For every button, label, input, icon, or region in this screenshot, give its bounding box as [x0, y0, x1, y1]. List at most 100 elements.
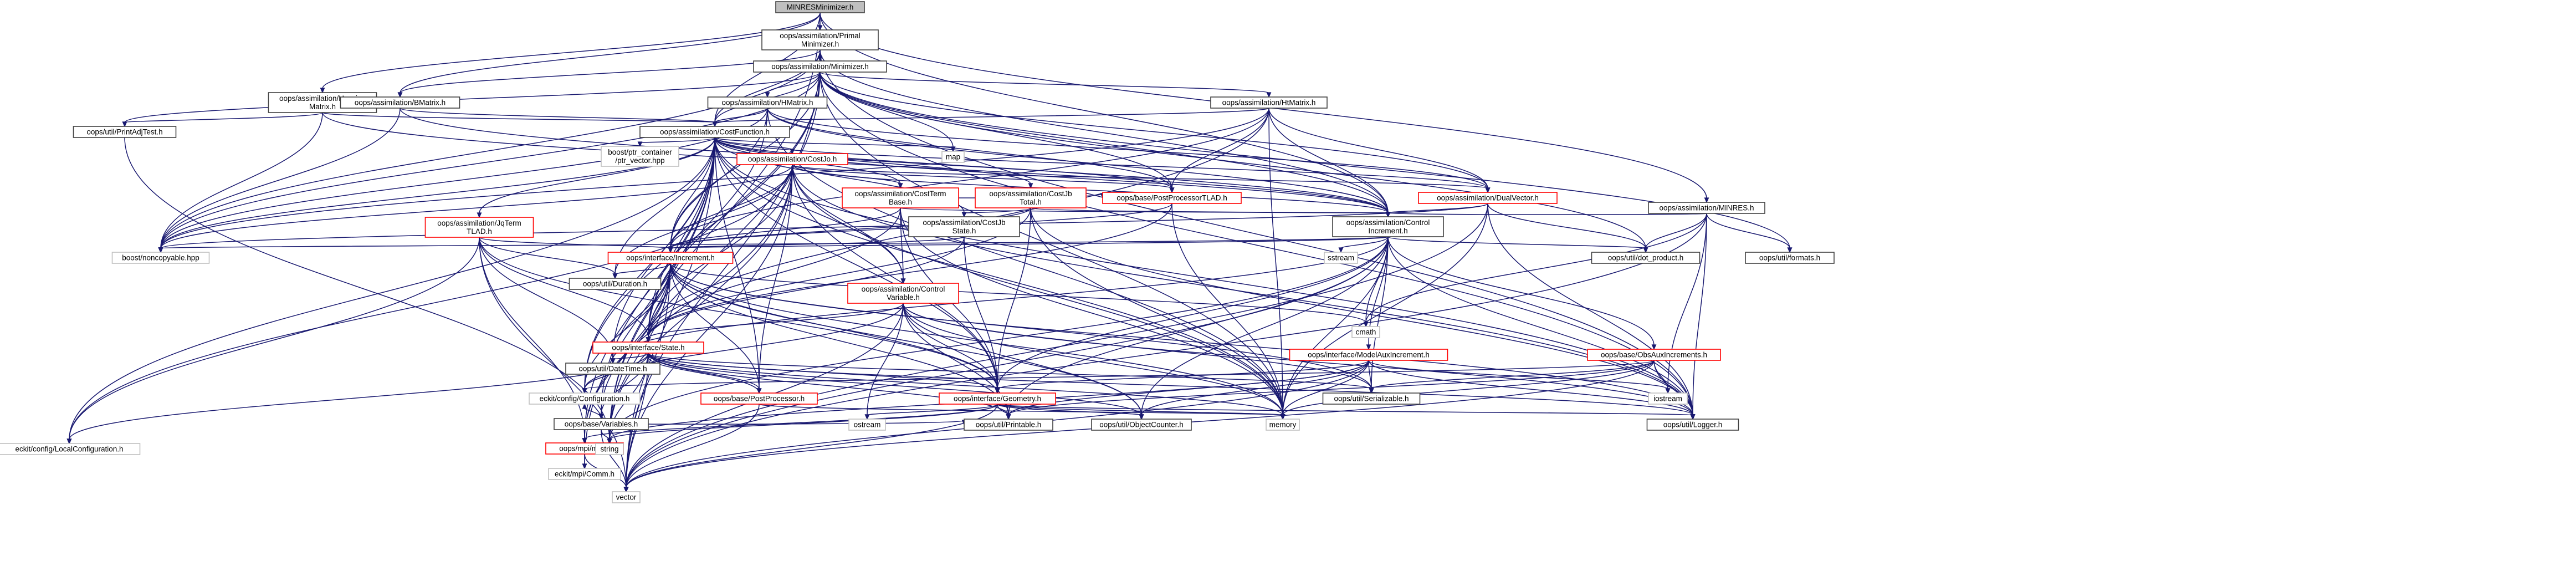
edge-line: [584, 137, 715, 390]
node-ostream: ostream: [848, 419, 886, 431]
node-bmatrix[interactable]: oops/assimilation/BMatrix.h: [340, 96, 460, 109]
edge-line: [1387, 236, 1693, 416]
edge-line: [648, 420, 965, 425]
arrowhead: [712, 121, 718, 128]
edge-line: [1171, 108, 1269, 189]
edge-line: [479, 237, 671, 249]
edge-line: [400, 108, 1389, 213]
edge-line: [1487, 203, 1693, 416]
edge-primal-to-vector: [623, 49, 821, 493]
node-label: State.h: [952, 227, 976, 235]
node-box: [592, 341, 704, 354]
node-htmatrix[interactable]: oops/assimilation/HtMatrix.h: [1210, 96, 1328, 109]
node-vector: vector: [612, 491, 641, 503]
edge-costfunc-to-vector: [623, 137, 715, 493]
edge-line: [160, 112, 323, 249]
edge-line: [626, 213, 1707, 488]
node-postproc[interactable]: oops/base/PostProcessor.h: [700, 392, 818, 405]
node-cmath: cmath: [1351, 326, 1380, 338]
node-sstream: sstream: [1324, 252, 1358, 264]
node-obsauxinc[interactable]: oops/base/ObsAuxIncrements.h: [1587, 349, 1721, 361]
node-label: boost/noncopyable.hpp: [122, 254, 199, 262]
nodes-layer: MINRESMinimizer.h oops/assimilation/Prima…: [0, 1, 1835, 503]
node-duration[interactable]: oops/util/Duration.h: [569, 278, 662, 290]
node-dualvector[interactable]: oops/assimilation/DualVector.h: [1418, 192, 1558, 204]
node-state[interactable]: oops/interface/State.h: [592, 341, 704, 354]
node-box: [1102, 192, 1242, 204]
node-objcounter[interactable]: oops/util/ObjectCounter.h: [1091, 419, 1192, 431]
edge-line: [609, 236, 1389, 440]
arrowhead: [1169, 187, 1175, 193]
node-postprocTLAD[interactable]: oops/base/PostProcessorTLAD.h: [1102, 192, 1242, 204]
node-label: oops/util/Printable.h: [976, 421, 1042, 429]
node-serializable[interactable]: oops/util/Serializable.h: [1322, 392, 1421, 405]
edge-line: [124, 72, 821, 123]
node-label: oops/base/ObsAuxIncrements.h: [1601, 351, 1707, 359]
node-label: sstream: [1328, 254, 1354, 262]
edge-line: [997, 236, 1389, 390]
node-label: oops/util/ObjectCounter.h: [1099, 421, 1184, 429]
node-dotproduct[interactable]: oops/util/dot_product.h: [1591, 252, 1701, 264]
node-printable[interactable]: oops/util/Printable.h: [964, 419, 1053, 431]
node-datetime[interactable]: oops/util/DateTime.h: [565, 363, 660, 375]
node-string: string: [595, 443, 624, 455]
node-label: memory: [1269, 421, 1297, 429]
node-minres[interactable]: oops/assimilation/MINRES.h: [1648, 202, 1765, 214]
node-basevars[interactable]: oops/base/Variables.h: [554, 418, 649, 430]
edge-line: [160, 203, 1488, 249]
node-costfunc[interactable]: oops/assimilation/CostFunction.h: [639, 126, 790, 138]
node-modelauxinc[interactable]: oops/interface/ModelAuxIncrement.h: [1289, 349, 1448, 361]
node-root[interactable]: MINRESMinimizer.h: [775, 1, 865, 13]
edge-line: [670, 236, 965, 249]
edge-line: [648, 356, 760, 394]
arrowhead: [1485, 187, 1491, 193]
edge-line: [648, 353, 1142, 416]
node-label: oops/assimilation/Control: [1346, 218, 1430, 227]
edge-costfunc-to-jqterm: [477, 137, 715, 218]
node-box: [639, 126, 790, 138]
arrowhead: [1363, 322, 1369, 328]
node-box: [1587, 349, 1721, 361]
edge-geometry-to-logger: [997, 404, 1696, 420]
edge-line: [1268, 108, 1283, 416]
node-box: [1351, 326, 1380, 338]
edge-line: [792, 164, 1389, 213]
arrowhead: [1366, 344, 1371, 350]
edge-line: [400, 49, 821, 94]
node-formats[interactable]: oops/util/formats.h: [1745, 252, 1835, 264]
node-minimizer[interactable]: oops/assimilation/Minimizer.h: [753, 60, 887, 73]
edge-line: [1692, 213, 1707, 416]
node-box: [548, 468, 621, 480]
node-box: [607, 252, 734, 264]
node-label: eckit/config/Configuration.h: [540, 395, 630, 403]
node-costjo[interactable]: oops/assimilation/CostJo.h: [736, 153, 848, 165]
node-box: [529, 392, 641, 405]
edge-line: [1171, 203, 1283, 416]
edge-hessian-to-printadj: [122, 112, 323, 128]
edge-costjo-to-postprocTLAD: [792, 164, 1175, 193]
node-label: Variable.h: [887, 293, 920, 302]
node-box: [848, 419, 886, 431]
edge-line: [1365, 213, 1707, 323]
arrowhead: [122, 121, 127, 128]
arrowhead: [1280, 414, 1286, 420]
edge-line: [160, 49, 821, 249]
arrowhead: [1651, 344, 1657, 350]
node-hmatrix[interactable]: oops/assimilation/HMatrix.h: [707, 96, 828, 109]
edge-line: [479, 237, 649, 339]
node-geometry[interactable]: oops/interface/Geometry.h: [939, 392, 1056, 405]
arrowhead: [320, 88, 325, 94]
node-increment[interactable]: oops/interface/Increment.h: [607, 252, 734, 264]
edge-line: [714, 137, 760, 390]
node-printadj[interactable]: oops/util/PrintAdjTest.h: [73, 126, 177, 138]
edge-line: [400, 108, 715, 123]
node-logger[interactable]: oops/util/Logger.h: [1646, 419, 1739, 431]
